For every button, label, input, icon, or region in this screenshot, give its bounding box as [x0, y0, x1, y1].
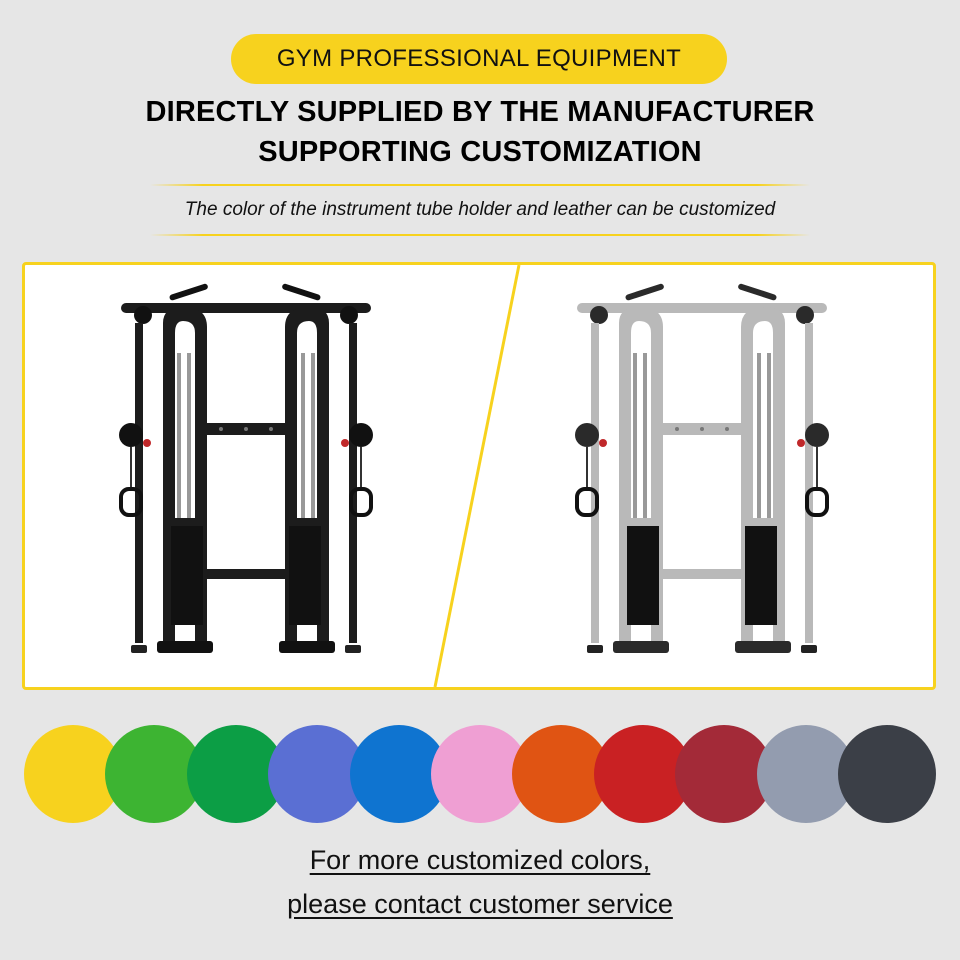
color-swatch-row — [24, 725, 936, 823]
contact-line-1: For more customized colors, — [309, 845, 651, 875]
product-comparison-svg — [117, 265, 831, 687]
diagonal-divider — [433, 265, 521, 687]
category-badge: GYM PROFESSIONAL EQUIPMENT — [231, 34, 727, 84]
black-frame-machine-image — [117, 281, 375, 655]
customization-note: The color of the instrument tube holder … — [184, 199, 776, 220]
category-badge-label: GYM PROFESSIONAL EQUIPMENT — [276, 45, 682, 72]
headline-line-1: DIRECTLY SUPPLIED BY THE MANUFACTURER — [145, 96, 815, 128]
divider-top — [150, 184, 810, 186]
silver-frame-machine-image — [573, 281, 831, 655]
swatch-charcoal — [838, 725, 936, 823]
divider-bottom — [150, 234, 810, 236]
product-comparison-panel — [22, 262, 936, 690]
contact-line-2: please contact customer service — [287, 889, 673, 919]
headline-line-2: SUPPORTING CUSTOMIZATION — [258, 136, 702, 168]
